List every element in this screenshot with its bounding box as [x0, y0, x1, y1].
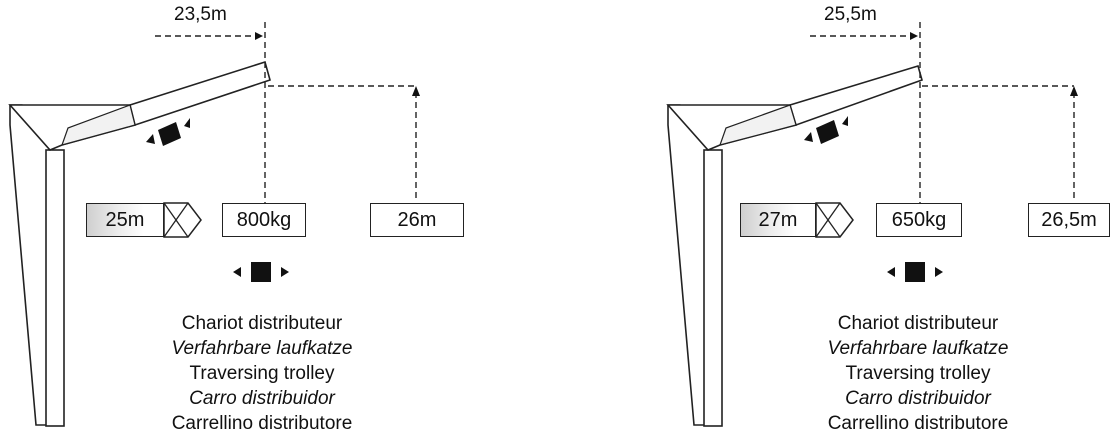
boom-arm: [129, 60, 271, 127]
caption-es: Carro distribuidor: [189, 388, 335, 409]
caption-es: Carro distribuidor: [845, 388, 991, 409]
trolley-block: [251, 262, 271, 282]
caption-it: Carrellino distributore: [171, 413, 353, 434]
mast-column: [703, 149, 723, 427]
left-distance-box: 25m: [86, 203, 164, 237]
boom-diagram-left: 23,5m 25m 800kg 26m Chariot distributeur…: [8, 4, 464, 436]
arrow-right-trolley: [281, 267, 289, 277]
load-box: 800kg: [222, 203, 306, 237]
boom-arm: [789, 64, 923, 127]
arrow-right-boom: [184, 118, 190, 128]
height-box: 26m: [370, 203, 464, 237]
caption-fr: Chariot distributeur: [837, 313, 999, 334]
boom-drawing-left: [8, 22, 420, 427]
x-chevron-icon: [163, 202, 202, 238]
mast-column: [45, 149, 65, 427]
caption-de: Verfahrbare laufkatze: [171, 338, 353, 359]
boom-drawing-right: [666, 22, 1078, 427]
mast: [667, 104, 709, 426]
arrow-left-trolley: [887, 267, 895, 277]
height-box: 26,5m: [1028, 203, 1110, 237]
trolley-on-boom: [816, 120, 839, 144]
caption-it: Carrellino distributore: [827, 413, 1009, 434]
load-box: 650kg: [876, 203, 962, 237]
caption-block: Chariot distributeur Verfahrbare laufkat…: [768, 311, 1068, 436]
caption-en: Traversing trolley: [189, 363, 335, 384]
trolley-on-boom: [158, 122, 181, 146]
arrow-left-boom: [804, 132, 813, 142]
reach-label: 25,5m: [824, 4, 877, 25]
arrow-right-trolley: [935, 267, 943, 277]
mast: [9, 104, 51, 426]
arrow-left-boom: [146, 134, 155, 144]
trolley-block: [905, 262, 925, 282]
caption-block: Chariot distributeur Verfahrbare laufkat…: [112, 311, 412, 436]
reach-label: 23,5m: [174, 4, 227, 25]
caption-fr: Chariot distributeur: [181, 313, 343, 334]
arrow-left-trolley: [233, 267, 241, 277]
left-distance-box: 27m: [740, 203, 816, 237]
boom-diagram-right: 25,5m 27m 650kg 26,5m Chariot distribute…: [560, 0, 1120, 448]
x-chevron-icon: [815, 202, 854, 238]
arrow-right-boom: [842, 116, 848, 126]
caption-en: Traversing trolley: [845, 363, 991, 384]
caption-de: Verfahrbare laufkatze: [827, 338, 1009, 359]
